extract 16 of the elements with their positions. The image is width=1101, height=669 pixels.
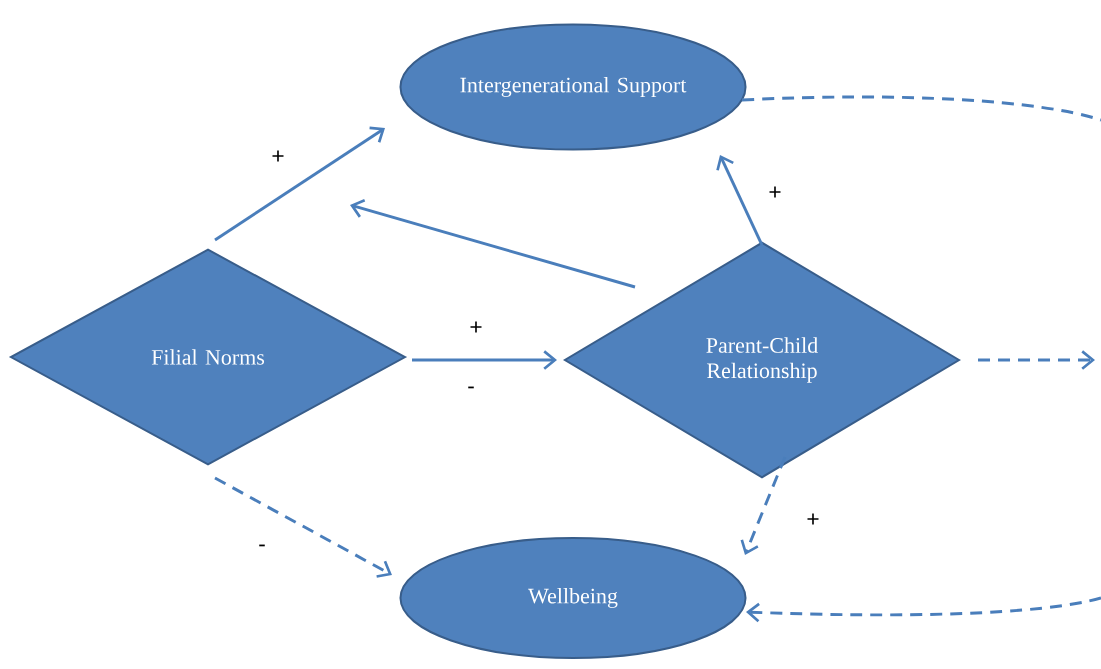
edge-label: + bbox=[468, 320, 484, 336]
arrow bbox=[716, 155, 764, 246]
arrow bbox=[214, 476, 392, 578]
arrow bbox=[214, 126, 385, 242]
edge-label: + bbox=[270, 149, 286, 165]
arrow bbox=[412, 350, 557, 370]
arrow bbox=[350, 199, 636, 289]
sign-label: - bbox=[465, 385, 477, 395]
edge-label: + bbox=[805, 512, 821, 528]
oval-node: Wellbeing bbox=[399, 537, 747, 659]
arrow bbox=[740, 456, 787, 555]
oval-node: Intergenerational Support bbox=[399, 23, 747, 151]
edge-label: + bbox=[767, 185, 783, 201]
arrow bbox=[978, 350, 1095, 370]
edge-label: - bbox=[256, 543, 268, 553]
arrow bbox=[746, 596, 1101, 623]
